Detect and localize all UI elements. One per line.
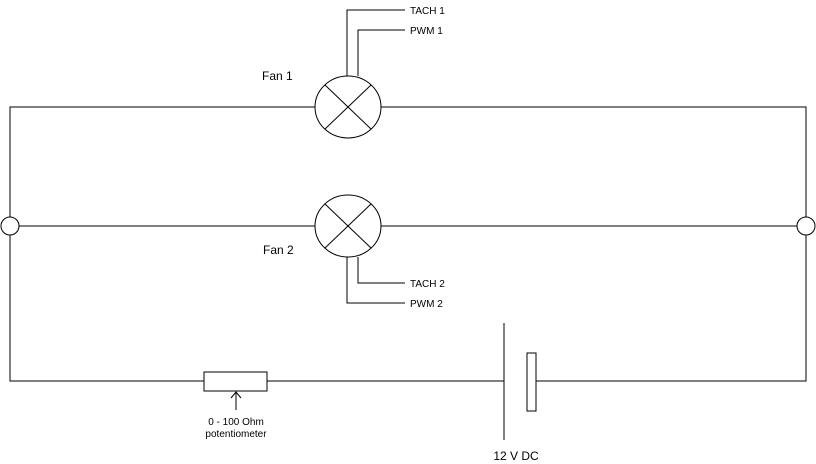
potentiometer-type-label: potentiometer	[205, 429, 267, 440]
fan-2-label: Fan 2	[263, 243, 294, 257]
pwm-1-label: PWM 1	[410, 26, 443, 37]
tach-2-label: TACH 2	[410, 279, 445, 290]
fan-1-label: Fan 1	[262, 69, 293, 83]
fan-2-symbol	[314, 194, 382, 258]
battery-voltage-label: 12 V DC	[493, 449, 539, 463]
fan-1-symbol	[314, 75, 382, 139]
pwm-2-label: PWM 2	[410, 299, 443, 310]
bottom-branch-wire	[9, 235, 807, 382]
tach-2-lead	[357, 257, 405, 284]
potentiometer-symbol	[203, 371, 268, 410]
left-junction-node	[0, 216, 20, 236]
tach-1-label: TACH 1	[410, 6, 445, 17]
potentiometer-value-label: 0 - 100 Ohm	[208, 417, 264, 428]
pwm-1-lead	[357, 29, 405, 76]
right-junction-node	[796, 216, 816, 236]
tach-1-lead	[346, 9, 405, 76]
pwm-2-lead	[346, 257, 405, 304]
battery-symbol	[503, 323, 537, 440]
top-branch-wire	[9, 106, 807, 218]
